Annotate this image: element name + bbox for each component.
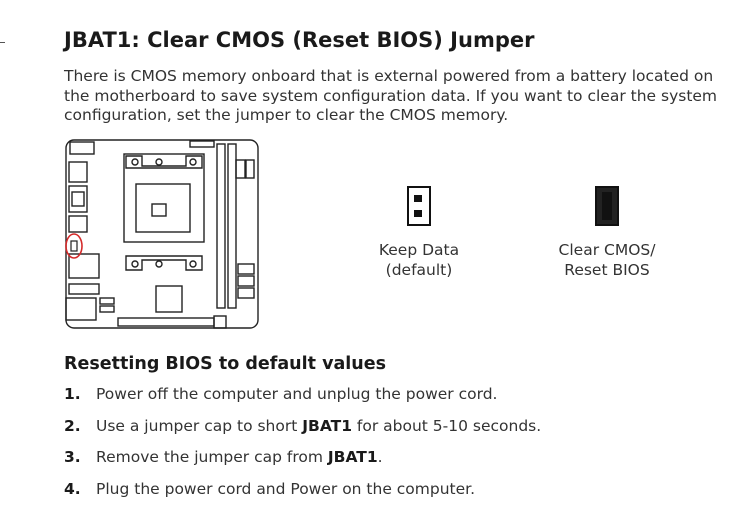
motherboard-diagram-icon [65, 139, 259, 329]
jbat1-highlight [65, 233, 83, 259]
edge-mark [0, 42, 5, 43]
section-heading: Resetting BIOS to default values [64, 354, 387, 374]
jumper-label-clear-cmos: Clear CMOS/ Reset BIOS [558, 241, 656, 279]
jumper-cap-icon [595, 186, 619, 226]
intro-paragraph: There is CMOS memory onboard that is ext… [64, 67, 718, 124]
jumper-label-keep-data: Keep Data (default) [378, 241, 460, 279]
jumper-pins-icon [407, 186, 431, 226]
page-title: JBAT1: Clear CMOS (Reset BIOS) Jumper [64, 28, 535, 52]
